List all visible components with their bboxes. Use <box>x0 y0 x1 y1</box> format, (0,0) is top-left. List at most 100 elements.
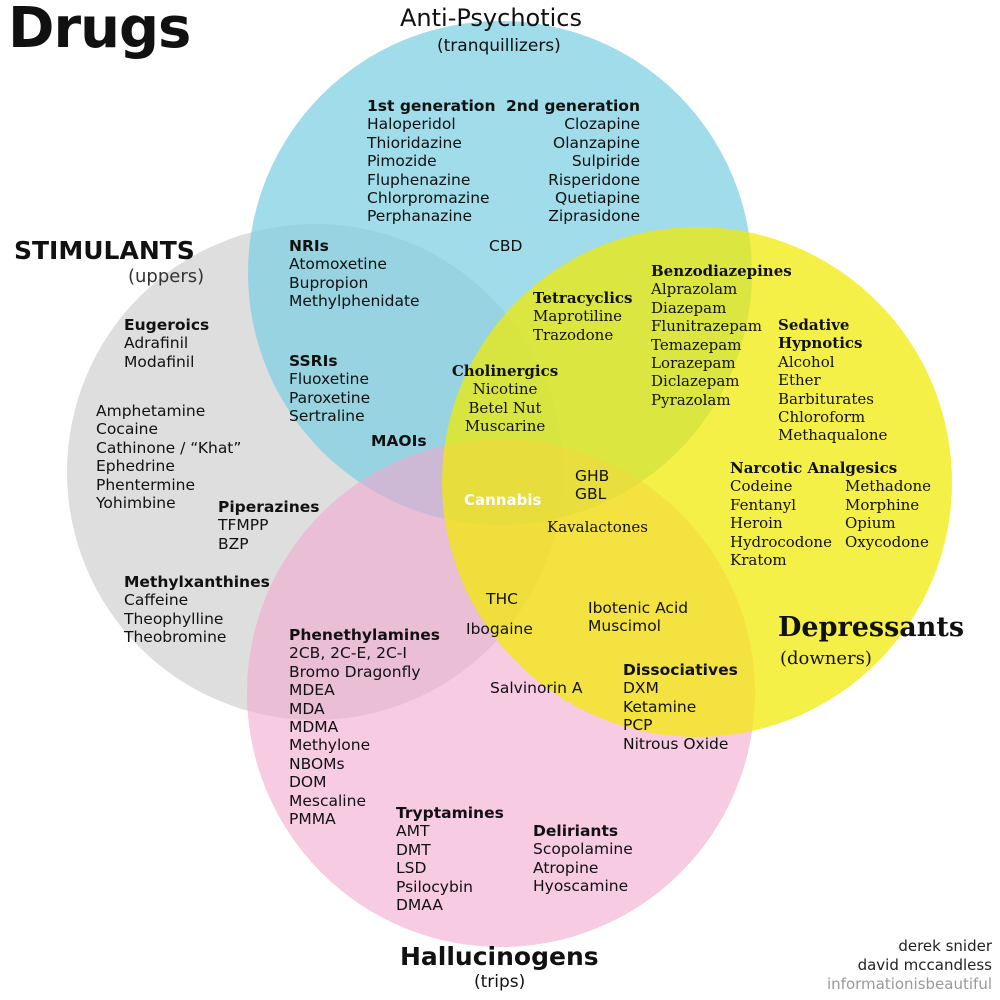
page-title: Drugs <box>8 0 191 61</box>
drug-item: Kratom <box>730 551 787 570</box>
ssris-group: SSRIs Fluoxetine Paroxetine Sertraline <box>289 352 370 426</box>
drug-item: Thioridazine <box>367 133 462 152</box>
stimulants-label: STIMULANTS <box>14 236 195 265</box>
drug-item: Lorazepam <box>651 354 736 373</box>
drug-item: Sertraline <box>289 407 365 426</box>
drug-item: Modafinil <box>124 352 195 371</box>
drug-item: Adrafinil <box>124 334 189 353</box>
drug-item: Amphetamine <box>96 402 206 420</box>
drug-item: Diclazepam <box>651 372 740 391</box>
drug-item: Theobromine <box>124 628 227 647</box>
drug-item: Nicotine <box>472 380 538 399</box>
group-heading: Hypnotics <box>778 334 863 353</box>
group-heading: MAOIs <box>371 432 427 450</box>
antipsychotics-label: Anti-Psychotics <box>400 4 582 32</box>
dissociatives-group: Dissociatives DXM Ketamine PCP Nitrous O… <box>623 661 738 753</box>
drug-item: Bupropion <box>289 273 369 292</box>
group-heading: 1st generation <box>367 97 496 115</box>
drug-item: Heroin <box>730 514 783 533</box>
credit-source: informationisbeautiful <box>826 975 992 993</box>
group-heading: Methylxanthines <box>124 573 270 591</box>
drug-item: Methaqualone <box>778 426 888 445</box>
group-heading: Piperazines <box>218 498 320 516</box>
credit-author-1: derek snider <box>898 937 992 955</box>
drug-item: Oxycodone <box>845 532 929 551</box>
deliriants-group: Deliriants Scopolamine Atropine Hyoscami… <box>533 822 633 896</box>
kavalactones-label: Kavalactones <box>547 518 648 536</box>
drug-item: Barbiturates <box>778 389 874 408</box>
drug-item: Kavalactones <box>547 518 649 536</box>
drug-item: Diazepam <box>651 298 727 317</box>
ghb-group: GHB GBL <box>575 467 609 504</box>
depressants-label: Depressants <box>778 612 965 643</box>
piperazines-group: Piperazines TFMPP BZP <box>218 498 320 553</box>
drug-item: Scopolamine <box>533 840 633 859</box>
drug-item: Fentanyl <box>730 495 797 514</box>
narcotic-analgesics-group: Narcotic Analgesics Codeine Fentanyl Her… <box>730 459 931 571</box>
drug-item: 2CB, 2C-E, 2C-I <box>289 644 407 663</box>
drug-item: Fluoxetine <box>289 370 370 389</box>
drug-item: Theophylline <box>124 609 224 628</box>
drug-item: DOM <box>289 773 327 792</box>
group-heading: Narcotic Analgesics <box>730 459 898 477</box>
thc-label: THC <box>486 590 518 608</box>
depressants-sublabel: (downers) <box>780 648 872 669</box>
drug-item: Betel Nut <box>468 398 542 417</box>
drug-item: Olanzapine <box>553 133 640 152</box>
depressants-circle <box>442 227 952 737</box>
drug-item: Ibogaine <box>466 620 533 638</box>
group-heading: Benzodiazepines <box>651 262 792 280</box>
drug-item: Atomoxetine <box>289 255 387 274</box>
drug-item: Ibotenic Acid <box>588 599 689 617</box>
drug-item: Methylphenidate <box>289 292 420 311</box>
drug-item: Atropine <box>533 858 599 877</box>
benzodiazepines-group: Benzodiazepines Alprazolam Diazepam Flun… <box>651 262 792 409</box>
drug-item: Muscarine <box>464 417 546 436</box>
ibogaine-label: Ibogaine <box>466 620 533 638</box>
drug-item: Cocaine <box>96 420 158 439</box>
group-heading: Sedative <box>778 316 850 334</box>
group-heading: 2nd generation <box>506 97 640 115</box>
drug-item: Methylone <box>289 736 371 755</box>
drug-item: Risperidone <box>548 170 640 189</box>
hallucinogens-label: Hallucinogens <box>400 942 599 971</box>
drug-item: PCP <box>623 716 653 735</box>
drug-item: Morphine <box>845 495 920 514</box>
cholinergics-group: Cholinergics Nicotine Betel Nut Muscarin… <box>445 362 565 436</box>
group-heading: Deliriants <box>533 822 619 840</box>
ibotenic-group: Ibotenic Acid Muscimol <box>588 599 688 636</box>
group-heading: Eugeroics <box>124 316 210 334</box>
drug-item: Clozapine <box>564 115 640 134</box>
drug-item: Cannabis <box>464 491 542 509</box>
drug-item: TFMPP <box>218 516 269 535</box>
drug-item: Salvinorin A <box>490 679 583 697</box>
drug-item: THC <box>486 590 518 608</box>
tryptamines-group: Tryptamines AMT DMT LSD Psilocybin DMAA <box>396 804 504 914</box>
sedative-hypnotics-group: Sedative Hypnotics Alcohol Ether Barbitu… <box>778 316 887 445</box>
group-heading: Dissociatives <box>623 661 738 679</box>
drug-item: Psilocybin <box>396 877 473 896</box>
cbd-label: CBD <box>489 237 522 255</box>
drug-item: Alprazolam <box>651 280 738 299</box>
drug-item: PMMA <box>289 810 336 829</box>
drug-item: NBOMs <box>289 754 345 773</box>
drug-item: LSD <box>396 859 427 878</box>
drug-item: Trazodone <box>533 325 614 344</box>
drug-item: BZP <box>218 534 249 553</box>
drug-item: Ether <box>778 371 821 390</box>
drug-item: Yohimbine <box>96 494 176 513</box>
drug-item: Ephedrine <box>96 457 175 476</box>
drug-item: Bromo Dragonfly <box>289 662 421 681</box>
cannabis-label: Cannabis <box>464 491 541 509</box>
drug-item: Pimozide <box>367 152 437 171</box>
drug-item: Muscimol <box>588 617 661 636</box>
drug-item: Phentermine <box>96 475 196 494</box>
drug-item: Hydrocodone <box>730 532 832 551</box>
drug-item: DMT <box>396 840 431 859</box>
drug-item: Fluphenazine <box>367 170 471 189</box>
drug-item: Haloperidol <box>367 115 456 134</box>
first-generation-group: 1st generation Haloperidol Thioridazine … <box>367 97 495 226</box>
drug-item: Cathinone / “Khat” <box>96 438 242 457</box>
drug-item: Sulpiride <box>571 152 640 171</box>
tetracyclics-group: Tetracyclics Maprotiline Trazodone <box>533 289 633 344</box>
